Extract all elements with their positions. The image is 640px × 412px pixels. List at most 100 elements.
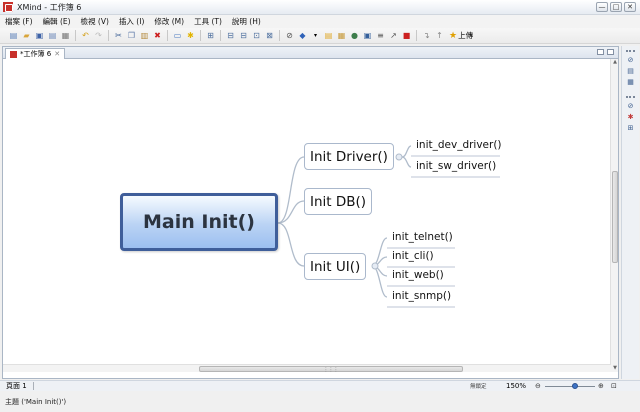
menu-file[interactable]: 檔案 (F) bbox=[5, 17, 33, 26]
drill-up-icon[interactable]: ↑ bbox=[436, 31, 443, 40]
subtopic-init-cli[interactable]: init_cli() bbox=[392, 250, 434, 262]
styles-view-icon[interactable]: ✱ bbox=[627, 113, 634, 121]
insert-topic-before-icon[interactable]: ⊟ bbox=[240, 31, 247, 40]
lock-status: 無鎖定 bbox=[470, 384, 487, 390]
outline-view-icon[interactable]: ⊘ bbox=[627, 56, 634, 64]
topic-init-db[interactable]: Init DB() bbox=[304, 188, 373, 215]
topic-init-driver[interactable]: Init Driver() bbox=[304, 143, 394, 170]
relationship-icon[interactable]: ↗ bbox=[390, 31, 397, 40]
toolbar-separator bbox=[416, 30, 417, 41]
tab-close-icon[interactable]: ✕ bbox=[54, 50, 61, 58]
overview-icon[interactable]: ▤ bbox=[627, 67, 634, 75]
attachment-icon[interactable]: ⊘ bbox=[286, 31, 293, 40]
subtopic-init-web[interactable]: init_web() bbox=[392, 269, 444, 281]
save-as-icon[interactable]: ▤ bbox=[48, 31, 57, 40]
note-icon[interactable]: ▤ bbox=[324, 31, 333, 40]
minimize-button[interactable]: — bbox=[596, 2, 608, 12]
maximize-view-icon[interactable] bbox=[607, 49, 614, 55]
toolbar-separator bbox=[108, 30, 109, 41]
minimize-view-icon[interactable] bbox=[597, 49, 604, 55]
upload-button[interactable]: ★ 上傳 bbox=[449, 30, 473, 41]
status-bar: 頁面 1 無鎖定 150% ⊖ ⊕ ⊡ bbox=[0, 380, 640, 391]
redo-icon[interactable]: ↷ bbox=[95, 31, 102, 40]
save-icon[interactable]: ▣ bbox=[35, 31, 44, 40]
hyperlink-icon[interactable]: ▣ bbox=[363, 31, 372, 40]
title-bar: XMind - 工作簿 6 — □ ✕ bbox=[0, 0, 640, 15]
open-folder-icon[interactable]: ▰ bbox=[23, 31, 30, 40]
selection-info: 主題 ('Main Init()') bbox=[5, 398, 67, 406]
connector-lines bbox=[277, 145, 500, 308]
panel-handle-icon bbox=[626, 96, 635, 99]
vertical-scroll-thumb[interactable] bbox=[612, 171, 618, 263]
paste-icon[interactable]: ▥ bbox=[140, 31, 149, 40]
panel-handle-icon bbox=[626, 50, 635, 53]
summary-icon[interactable]: ≡ bbox=[377, 31, 384, 40]
mindmap-canvas[interactable]: Main Init() Init Driver() Init DB() Init… bbox=[3, 59, 611, 372]
scroll-grip-icon: ⋮⋮⋮ bbox=[323, 367, 339, 373]
idea-bulb-icon[interactable]: ✱ bbox=[187, 31, 194, 40]
page-tab[interactable]: 頁面 1 bbox=[6, 382, 27, 390]
scroll-down-icon[interactable]: ▼ bbox=[613, 365, 617, 371]
templates-view-icon[interactable]: ⊞ bbox=[627, 124, 634, 132]
menu-help[interactable]: 說明 (H) bbox=[231, 17, 261, 26]
topic-init-ui[interactable]: Init UI() bbox=[304, 253, 367, 280]
scroll-up-icon[interactable]: ▲ bbox=[613, 59, 617, 65]
toolbar-separator bbox=[75, 30, 76, 41]
close-window-button[interactable]: ✕ bbox=[624, 2, 636, 12]
subtopic-init-telnet[interactable]: init_telnet() bbox=[392, 231, 453, 243]
boundary-icon[interactable]: ■ bbox=[402, 31, 411, 40]
toolbar-separator bbox=[279, 30, 280, 41]
image-icon[interactable]: ● bbox=[351, 31, 358, 40]
selection-info-bar: 主題 ('Main Init()') bbox=[0, 392, 640, 412]
marker-icon[interactable]: ◆ bbox=[299, 31, 306, 40]
new-workbook-icon[interactable]: ▤ bbox=[9, 31, 18, 40]
print-icon[interactable]: ▦ bbox=[61, 31, 70, 40]
topic-icon[interactable]: ▭ bbox=[173, 31, 182, 40]
toolbar-separator bbox=[167, 30, 168, 41]
collapse-dot-driver bbox=[395, 153, 403, 161]
tab-workbook-6[interactable]: *工作簿 6 ✕ bbox=[5, 48, 66, 59]
insert-floating-topic-icon[interactable]: ⊠ bbox=[266, 31, 273, 40]
subtopic-init-snmp[interactable]: init_snmp() bbox=[392, 290, 452, 302]
menu-modify[interactable]: 修改 (M) bbox=[154, 17, 185, 26]
star-icon: ★ bbox=[449, 30, 458, 41]
menu-edit[interactable]: 編輯 (E) bbox=[42, 17, 71, 26]
link-main-ui bbox=[277, 222, 305, 267]
zoom-fit-icon[interactable]: ⊡ bbox=[611, 382, 617, 390]
toolbar-separator bbox=[220, 30, 221, 41]
zoom-slider-knob[interactable] bbox=[572, 383, 578, 389]
copy-icon[interactable]: ❐ bbox=[127, 31, 136, 40]
horizontal-scrollbar[interactable]: ⋮⋮⋮ bbox=[3, 364, 611, 373]
maximize-button[interactable]: □ bbox=[610, 2, 622, 12]
insert-topic-after-icon[interactable]: ⊟ bbox=[227, 31, 234, 40]
link-driver-dev bbox=[401, 145, 412, 158]
delete-icon[interactable]: ✖ bbox=[154, 31, 161, 40]
link-main-db bbox=[277, 200, 305, 224]
zoom-slider[interactable] bbox=[545, 383, 595, 389]
vertical-scrollbar[interactable]: ▲ ▼ bbox=[610, 59, 618, 372]
subtopic-init-dev-driver[interactable]: init_dev_driver() bbox=[416, 139, 502, 151]
label-icon[interactable]: ▦ bbox=[337, 31, 346, 40]
markers-view-icon[interactable]: ⊘ bbox=[627, 102, 634, 110]
menu-bar: 檔案 (F) 編輯 (E) 檢視 (V) 插入 (I) 修改 (M) 工具 (T… bbox=[0, 15, 640, 28]
insert-parent-topic-icon[interactable]: ⊡ bbox=[253, 31, 260, 40]
xmind-logo-icon bbox=[3, 2, 13, 12]
tab-tools bbox=[597, 49, 614, 55]
menu-insert[interactable]: 插入 (I) bbox=[118, 17, 145, 26]
drill-down-icon[interactable]: ↴ bbox=[423, 31, 430, 40]
properties-icon[interactable]: ▦ bbox=[627, 78, 634, 86]
window-controls: — □ ✕ bbox=[596, 2, 636, 12]
subtopic-init-sw-driver[interactable]: init_sw_driver() bbox=[416, 160, 497, 172]
zoom-out-icon[interactable]: ⊖ bbox=[535, 382, 541, 390]
menu-view[interactable]: 檢視 (V) bbox=[80, 17, 109, 26]
cut-icon[interactable]: ✂ bbox=[115, 31, 122, 40]
central-topic[interactable]: Main Init() bbox=[120, 193, 278, 251]
zoom-in-icon[interactable]: ⊕ bbox=[598, 382, 604, 390]
undo-icon[interactable]: ↶ bbox=[82, 31, 89, 40]
menu-tools[interactable]: 工具 (T) bbox=[194, 17, 222, 26]
toolbar-separator bbox=[200, 30, 201, 41]
horizontal-scroll-thumb[interactable]: ⋮⋮⋮ bbox=[199, 366, 463, 373]
marker-dropdown-icon[interactable]: ▾ bbox=[313, 32, 317, 39]
insert-subtopic-icon[interactable]: ⊞ bbox=[207, 31, 214, 40]
zoom-level: 150% bbox=[506, 382, 527, 390]
